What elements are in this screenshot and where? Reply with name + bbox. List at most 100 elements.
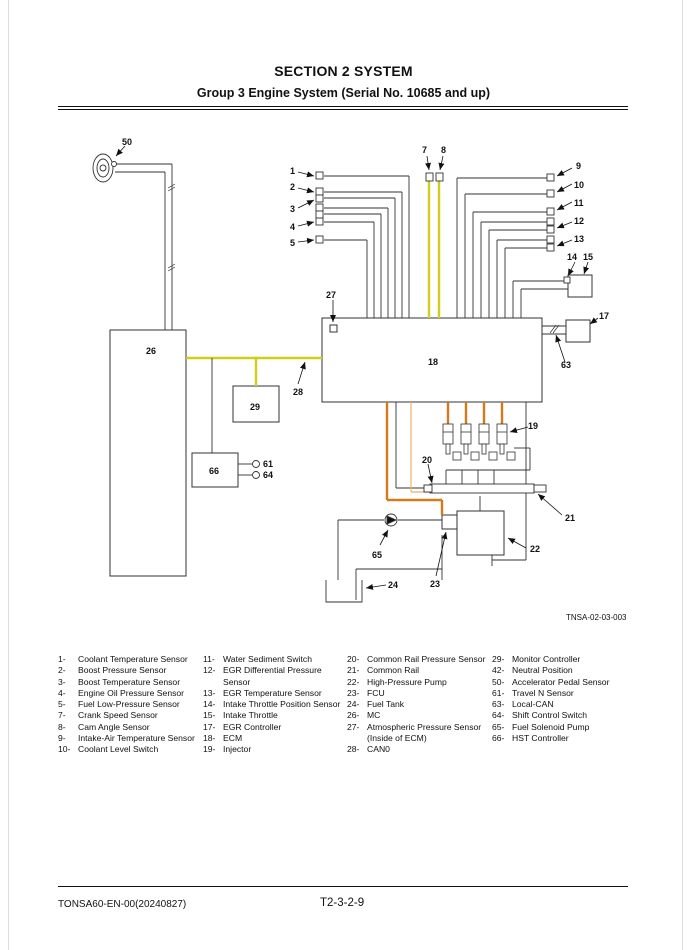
common-rail bbox=[423, 483, 547, 494]
document-code: TONSA60-EN-00(20240827) bbox=[58, 899, 187, 910]
legend-item: 9-Intake-Air Temperature Sensor bbox=[58, 733, 195, 744]
left-sensors bbox=[315, 171, 324, 244]
page-number: T2-3-2-9 bbox=[320, 897, 365, 909]
callout-63: 63 bbox=[561, 360, 571, 370]
callout-21: 21 bbox=[565, 513, 575, 523]
callout-17: 17 bbox=[599, 311, 609, 321]
legend-item: 61-Travel N Sensor bbox=[492, 688, 609, 699]
callout-66: 66 bbox=[209, 466, 219, 476]
hst-controller-box bbox=[191, 452, 239, 488]
legend-item-text: Fuel Solenoid Pump bbox=[512, 721, 590, 732]
wiring bbox=[115, 163, 568, 600]
legend-item: 26-MC bbox=[347, 710, 485, 721]
legend-item: 20-Common Rail Pressure Sensor bbox=[347, 654, 485, 665]
legend-item-text: EGR Temperature Sensor bbox=[223, 687, 322, 698]
legend-item: 7-Crank Speed Sensor bbox=[58, 710, 195, 721]
legend-item-text: Monitor Controller bbox=[512, 654, 581, 664]
legend-item-number: 22- bbox=[347, 676, 360, 687]
crank-cam-sensors bbox=[425, 172, 444, 182]
legend-item: 66- HST Controller bbox=[492, 733, 609, 744]
callout-4: 4 bbox=[290, 222, 295, 232]
legend-item-number bbox=[347, 733, 367, 744]
callout-8: 8 bbox=[441, 145, 446, 155]
legend-item-text: Accelerator Pedal Sensor bbox=[512, 676, 610, 687]
legend-item-text: Crank Speed Sensor bbox=[78, 710, 158, 721]
callout-15: 15 bbox=[583, 252, 593, 262]
legend-item-number: 17- bbox=[203, 721, 216, 732]
group-title: Group 3 Engine System (Serial No. 10685 … bbox=[196, 86, 491, 100]
legend-item-text: Shift Control Switch bbox=[512, 710, 587, 721]
legend-item-text: Boost Pressure Sensor bbox=[78, 665, 167, 676]
legend-item-text: ECM bbox=[223, 733, 243, 744]
legend-item-text: Water Sediment Switch bbox=[223, 654, 312, 664]
legend-item-number: 14- bbox=[203, 699, 216, 710]
legend-item: 17- EGR Controller bbox=[203, 722, 340, 733]
legend-item: 1-Coolant Temperature Sensor bbox=[58, 654, 195, 665]
hatch-marks bbox=[167, 183, 560, 334]
ecm-box bbox=[321, 317, 543, 403]
legend-item-text: Injector bbox=[223, 744, 252, 755]
legend-item-number: 2- bbox=[58, 665, 66, 676]
fcu-box bbox=[441, 514, 458, 530]
legend-item-text: Engine Oil Pressure Sensor bbox=[78, 687, 185, 698]
legend-item-number: 21- bbox=[347, 665, 360, 676]
callout-9: 9 bbox=[576, 161, 581, 171]
legend-item-text: Common Rail bbox=[367, 665, 420, 676]
accelerator-pedal-sensor bbox=[92, 153, 117, 183]
legend-item: 22-High-Pressure Pump bbox=[347, 677, 485, 688]
callout-11: 11 bbox=[574, 198, 584, 208]
legend-item-text: EGR Controller bbox=[223, 721, 282, 732]
legend-item-number: 66- bbox=[492, 733, 505, 744]
callout-27: 27 bbox=[326, 290, 336, 300]
legend-item-number: 61- bbox=[492, 687, 505, 698]
legend-item: 18-ECM bbox=[203, 733, 340, 744]
legend-item-text: HST Controller bbox=[512, 733, 569, 744]
legend-item-number: 13- bbox=[203, 687, 216, 698]
legend-item-text: Boost Temperature Sensor bbox=[78, 676, 181, 687]
intake-throttle-box bbox=[567, 274, 593, 298]
callout-12: 12 bbox=[574, 216, 584, 226]
legend-item-number: 8- bbox=[58, 721, 66, 732]
legend-item: 42-Neutral Position bbox=[492, 665, 609, 676]
legend-item-text: Fuel Tank bbox=[367, 699, 405, 710]
callout-24: 24 bbox=[388, 580, 398, 590]
legend-item-number: 23- bbox=[347, 687, 360, 698]
legend-item: 5-Fuel Low-Pressure Sensor bbox=[58, 699, 195, 710]
legend-item: 11-Water Sediment Switch bbox=[203, 654, 340, 665]
legend-item-number: 29- bbox=[492, 654, 505, 664]
legend-item: 63-Local-CAN bbox=[492, 699, 609, 710]
legend-item-number: 24- bbox=[347, 699, 360, 710]
legend-item-text: Cam Angle Sensor bbox=[78, 721, 150, 732]
legend-item-number: 19- bbox=[203, 744, 216, 755]
callout-65: 65 bbox=[372, 550, 382, 560]
legend-item-number: 65- bbox=[492, 721, 505, 732]
legend-item-number: 10- bbox=[58, 744, 71, 755]
mc-box bbox=[109, 329, 187, 577]
legend-item: 15-Intake Throttle bbox=[203, 710, 340, 721]
callout-26: 26 bbox=[146, 346, 156, 356]
figure-id: TNSA-02-03-003 bbox=[566, 613, 627, 622]
legend-item-number: 15- bbox=[203, 710, 216, 721]
shift-control-switch-symbol bbox=[252, 471, 260, 479]
callout-64: 64 bbox=[263, 470, 273, 480]
legend-item-number: 27- bbox=[347, 721, 360, 732]
legend-item-number: 9- bbox=[58, 733, 66, 744]
legend-item-number: 64- bbox=[492, 710, 505, 721]
header-rule-bottom bbox=[58, 109, 628, 110]
legend-item-number: 12- bbox=[203, 665, 216, 676]
legend-item-text: Sensor bbox=[223, 676, 251, 687]
callout-1: 1 bbox=[290, 166, 295, 176]
callout-29: 29 bbox=[250, 402, 260, 412]
right-sensors bbox=[546, 173, 571, 284]
legend-item: 13- EGR Temperature Sensor bbox=[203, 688, 340, 699]
legend-item-text: Fuel Low-Pressure Sensor bbox=[78, 699, 180, 710]
legend-item: 29- Monitor Controller bbox=[492, 654, 609, 665]
legend-item-text: EGR Differential Pressure bbox=[223, 665, 322, 676]
callout-20: 20 bbox=[422, 455, 432, 465]
callout-3: 3 bbox=[290, 204, 295, 214]
callout-22: 22 bbox=[530, 544, 540, 554]
legend-item: 2- Boost Pressure Sensor bbox=[58, 665, 195, 676]
legend-item: 3-Boost Temperature Sensor bbox=[58, 677, 195, 688]
legend-item-number: 50- bbox=[492, 676, 505, 687]
legend-item-text: Atmospheric Pressure Sensor bbox=[367, 721, 482, 732]
